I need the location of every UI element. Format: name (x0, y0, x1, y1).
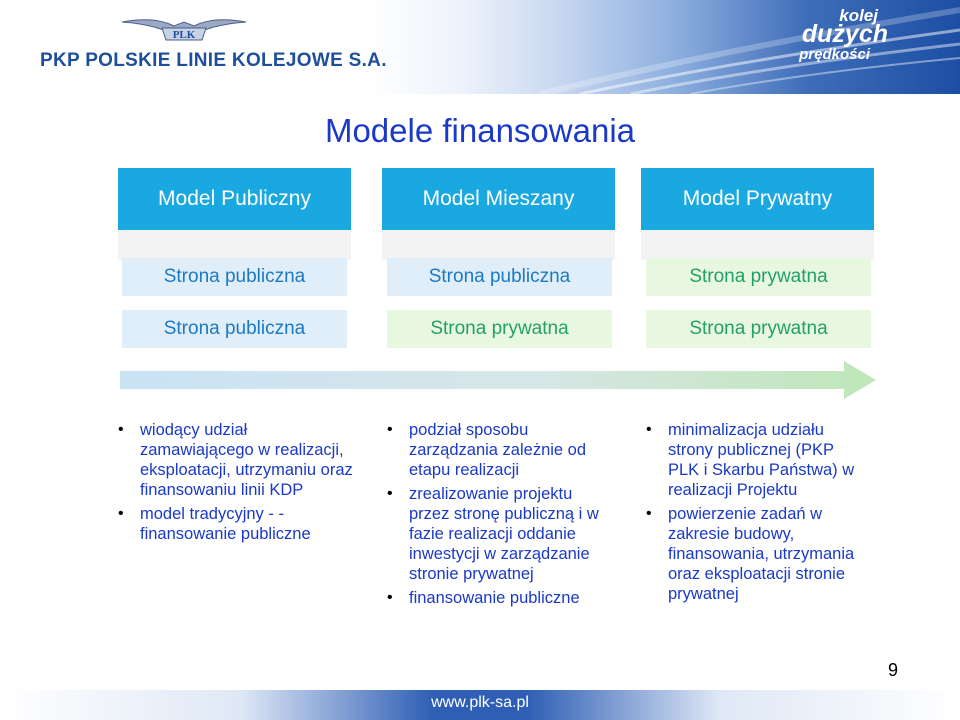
page-number: 9 (888, 660, 899, 680)
footer-url: www.plk-sa.pl (431, 694, 529, 711)
logo-text: PLK (173, 29, 196, 41)
role-cell: Strona publiczna (122, 258, 347, 296)
bullet-item: model tradycyjny - - finansowanie public… (116, 504, 356, 544)
plk-logo: PLK (121, 19, 247, 41)
footer-bar (0, 690, 960, 720)
column-header-private: Model Prywatny (641, 168, 874, 230)
role-cell: Strona prywatna (646, 258, 871, 296)
public-to-private-arrow (120, 361, 876, 399)
bullet-list-private: minimalizacja udziału strony publicznej … (644, 420, 864, 608)
bullet-list-mixed: podział sposobu zarządzania zależnie od … (385, 420, 615, 612)
bullet-item: finansowanie publiczne (385, 588, 615, 608)
brand-line3: prędkości (799, 46, 870, 63)
role-cell: Strona prywatna (387, 310, 612, 348)
rail-tracks-image (540, 7, 960, 94)
brand-line2: dużych (801, 20, 888, 48)
bullet-item: minimalizacja udziału strony publicznej … (644, 420, 864, 500)
company-name: PKP POLSKIE LINIE KOLEJOWE S.A. (40, 50, 387, 71)
header-banner: PLK PKP POLSKIE LINIE KOLEJOWE S.A. kole… (0, 0, 960, 94)
column-header-mixed: Model Mieszany (382, 168, 615, 230)
bullet-item: wiodący udział zamawiającego w realizacj… (116, 420, 356, 500)
role-cell: Strona publiczna (122, 310, 347, 348)
column-header-shadow (118, 230, 351, 260)
page-title: Modele finansowania (324, 112, 636, 149)
role-cell: Strona prywatna (646, 310, 871, 348)
bullet-list-public: wiodący udział zamawiającego w realizacj… (116, 420, 356, 548)
bullet-item: powierzenie zadań w zakresie budowy, fin… (644, 504, 864, 604)
bullet-item: zrealizowanie projektu przez stronę publ… (385, 484, 615, 584)
column-header-shadow (641, 230, 874, 260)
role-cell: Strona publiczna (387, 258, 612, 296)
column-header-shadow (382, 230, 615, 260)
brand-line1: kolej (839, 6, 878, 25)
bullet-item: podział sposobu zarządzania zależnie od … (385, 420, 615, 480)
column-header-public: Model Publiczny (118, 168, 351, 230)
